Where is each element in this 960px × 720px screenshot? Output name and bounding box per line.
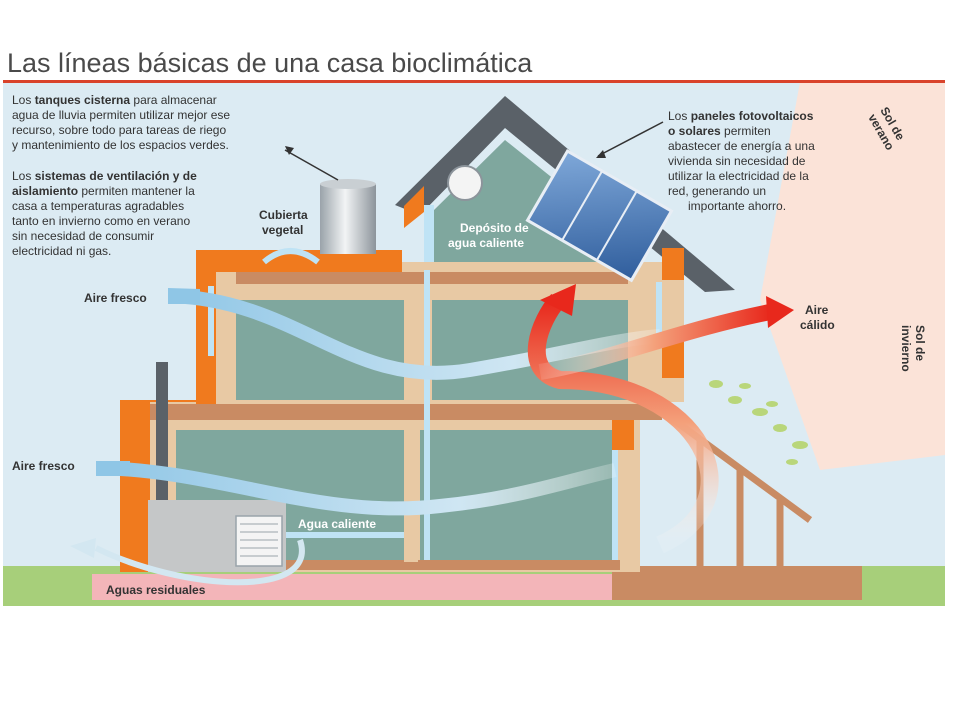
note-ventilation: Los sistemas de ventilación y de aislami… [12,169,197,258]
svg-text:Los tanques cisterna para alma: Los tanques cisterna para almacenar [12,93,217,107]
fresh-air-arrow-upper [168,288,200,304]
terrace-vine [709,380,808,465]
svg-text:aislamiento permiten mantener: aislamiento permiten mantener la [12,184,195,198]
svg-text:Los paneles fotovoltaicos: Los paneles fotovoltaicos [668,109,814,123]
svg-text:sin necesidad de consumir: sin necesidad de consumir [12,229,154,243]
hot-water-pipe-heater [286,532,404,538]
warm-air-flow-exit [538,304,772,380]
label-fresh-air-top: Aire fresco [84,291,147,305]
hot-water-tank [447,165,483,201]
svg-text:o solares permiten: o solares permiten [668,124,771,138]
waste-water-pipe [94,539,305,586]
title-rule [3,80,945,83]
roof-orange-edge [404,186,424,228]
note-tanks: Los tanques cisterna para almacenar agua… [12,93,230,152]
svg-text:casa a temperaturas agradables: casa a temperaturas agradables [12,199,184,213]
label-hot-water-pipe: Agua caliente [298,517,376,531]
water-pipe-vertical [424,270,430,560]
label-fresh-air-bottom: Aire fresco [12,459,75,473]
label-hot-water-tank-2: agua caliente [448,236,524,250]
svg-text:abastecer de energía a una: abastecer de energía a una [668,139,815,153]
insulation-right-top [662,248,684,280]
water-pipe-right-top [656,282,662,342]
cistern-tank [320,184,376,254]
svg-text:recurso, sobre todo para tarea: recurso, sobre todo para tareas de riego [12,123,226,137]
fresh-air-arrow-lower [96,461,130,476]
insulation-right-low [612,418,634,450]
svg-text:Sol de: Sol de [913,325,927,361]
svg-text:agua de lluvia permiten utiliz: agua de lluvia permiten utilizar mejor e… [12,108,230,122]
warm-air-arrow-right [766,296,794,328]
attic-wall-left [424,205,434,275]
label-hot-water-tank-1: Depósito de [460,221,529,235]
svg-text:Los sistemas de ventilación y: Los sistemas de ventilación y de [12,169,197,183]
sun-rays-band [760,82,945,470]
pointer-solar [597,121,664,157]
slab-ground [150,560,620,570]
svg-text:y mantenimiento de los espacio: y mantenimiento de los espacios verdes. [12,138,229,152]
svg-text:red, generando un: red, generando un [668,184,766,198]
interior-wall-lower [404,420,418,562]
label-winter-sun: Sol de invierno [899,325,927,372]
svg-text:utilizar la electricidad de la: utilizar la electricidad de la [668,169,809,183]
warm-air-arrow-up [540,284,576,316]
svg-text:importante ahorro.: importante ahorro. [688,199,786,213]
note-solar: Los paneles fotovoltaicos o solares perm… [668,109,815,213]
terrace-floor [612,566,862,600]
page-title: Las líneas básicas de una casa bioclimát… [7,48,533,78]
pointer-tanks [284,149,339,181]
slab-middle [150,404,662,420]
solar-panel [525,148,674,283]
label-green-roof-2: vegetal [262,223,303,237]
interior-wall-upper [404,284,418,404]
grille-slats [240,523,278,557]
green-roof [262,248,320,265]
pointer-solar-head [596,150,606,158]
chimney [156,362,168,502]
svg-text:invierno: invierno [899,325,913,372]
label-waste-water: Aguas residuales [106,583,206,597]
waste-water-arrow [70,538,96,558]
svg-text:electricidad ni gas.: electricidad ni gas. [12,244,111,258]
insulation-outer [120,250,322,572]
warm-air-flow-rising [527,293,719,554]
svg-text:vivienda sin necesidad de: vivienda sin necesidad de [668,154,806,168]
cistern-tank-top [320,179,376,189]
label-warm-air-2: cálido [800,318,835,332]
water-pipe-right [612,450,618,560]
fresh-air-flow-lower [97,461,617,516]
svg-text:tanto en invierno como en vera: tanto en invierno como en verano [12,214,190,228]
label-warm-air-1: Aire [805,303,829,317]
slab-roof [236,272,628,284]
label-green-roof-1: Cubierta [259,208,308,222]
insulation-right-mid [662,338,684,378]
insulation-upper-left-wall [196,350,216,410]
fresh-air-flow-upper [169,289,661,380]
insulation-roof-left [322,250,402,272]
pointer-tanks-head [285,146,294,155]
water-pipe-left [208,286,214,356]
